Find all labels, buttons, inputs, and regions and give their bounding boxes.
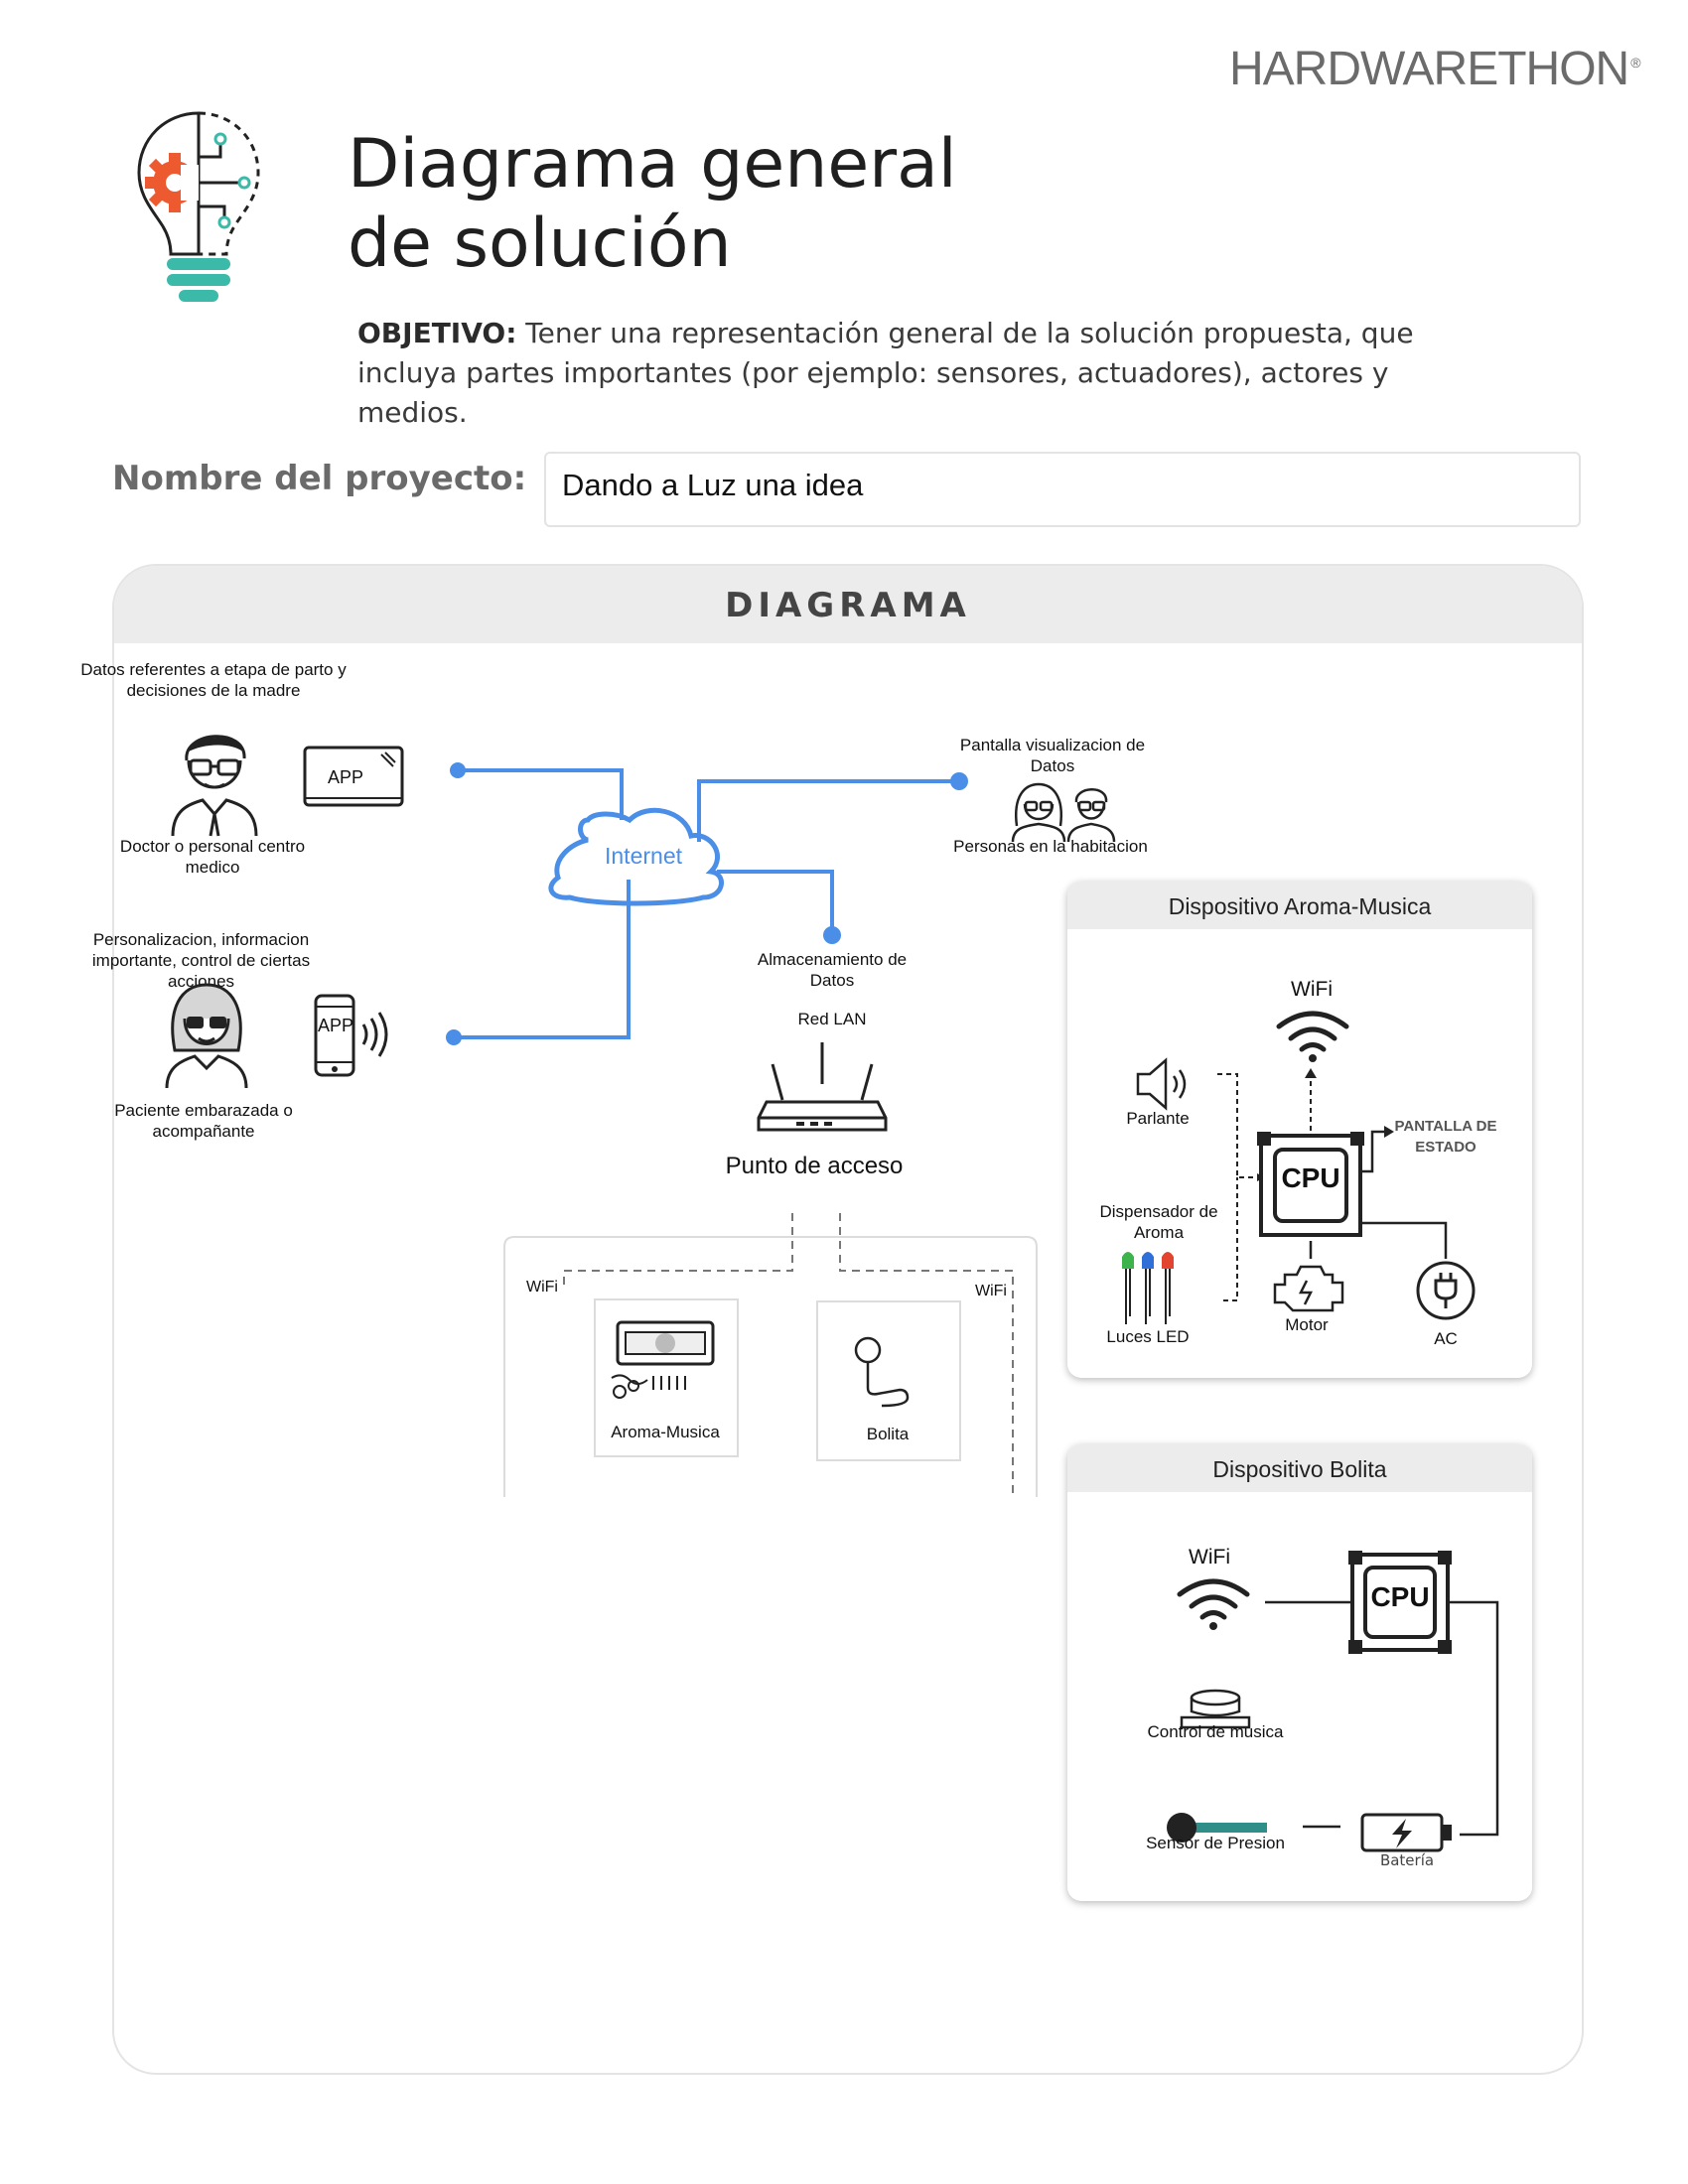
project-name-field[interactable]: Dando a Luz una idea [544,452,1581,527]
aroma-musica-label: Aroma-Musica [611,1423,720,1441]
title-line-1: Diagrama general [348,125,957,204]
page-title: Diagrama general de solución [348,125,957,284]
led-lights-icon [1122,1252,1174,1324]
cloud-label: Internet [605,843,682,869]
project-name-label: Nombre del proyecto: [112,459,527,498]
aroma-wifi-label: WiFi [1291,978,1333,1001]
access-point-label: Punto de acceso [725,1153,904,1179]
dispenser-label: Dispensador de Aroma [1099,1202,1218,1242]
battery-icon [1360,1813,1452,1852]
lan-label: Red LAN [797,1010,867,1028]
objective: OBJETIVO: Tener una representación gener… [357,314,1479,433]
aroma-cpu-icon [1257,1132,1364,1237]
ac-plug-icon [1416,1261,1476,1320]
ac-label: AC [1434,1329,1458,1348]
bolita-wifi-icon [1177,1578,1250,1630]
screen-label: Pantalla visualizacion de Datos [959,736,1146,775]
diagram-header: DIAGRAMA [114,566,1582,643]
speaker-label: Parlante [1126,1109,1190,1128]
patient-avatar-icon [165,983,248,1089]
aroma-device-icon [611,1320,715,1399]
bolita-device-title: Dispositivo Bolita [1067,1444,1532,1492]
bolita-node [816,1300,961,1461]
brand-name: HARDWARETHON [1229,43,1629,95]
bolita-device-card: Dispositivo Bolita [1067,1444,1532,1901]
doctor-note: Datos referentes a etapa de parto y deci… [80,660,347,700]
brand-logo: HARDWARETHON® [1229,42,1641,96]
people-label: Personas en la habitacion [953,837,1148,856]
music-control-label: Control de musica [1147,1722,1284,1741]
doctor-label: Doctor o personal centro medico [119,837,306,877]
motor-label: Motor [1285,1315,1329,1334]
phone-icon [314,994,388,1077]
motor-icon [1273,1265,1344,1312]
aroma-cpu-label: CPU [1281,1162,1340,1193]
music-control-button-icon [1180,1689,1251,1729]
aroma-device-title: Dispositivo Aroma-Musica [1067,882,1532,929]
tablet-icon [303,746,404,807]
diagram-heading: DIAGRAMA [725,586,971,625]
battery-label: Batería [1379,1851,1435,1869]
people-icon [1011,782,1116,842]
router-icon [757,1042,888,1132]
patient-label: Paciente embarazada o acompañante [114,1101,293,1141]
objective-label: OBJETIVO: [357,317,517,349]
title-line-2: de solución [348,205,732,283]
aroma-wifi-icon [1276,1011,1349,1062]
bolita-label: Bolita [866,1425,910,1443]
doctor-avatar-icon [171,735,258,837]
status-screen-label: PANTALLA DE ESTADO [1394,1118,1497,1156]
doctor-app-label: APP [327,767,364,787]
registered-mark: ® [1630,55,1640,70]
leds-label: Luces LED [1106,1327,1190,1346]
bolita-cpu-icon [1348,1551,1452,1654]
speaker-icon [1136,1057,1187,1111]
pressure-sensor-icon [1167,1813,1267,1843]
patient-app-label: APP [317,1016,354,1035]
local-wifi-left-label: WiFi [526,1279,558,1296]
pressure-sensor-label: Sensor de Presion [1146,1834,1285,1852]
local-wifi-right-label: WiFi [975,1283,1007,1299]
storage-label: Almacenamiento de Datos [757,950,908,990]
bolita-icon [854,1336,910,1408]
objective-text: Tener una representación general de la s… [357,317,1414,429]
bolita-cpu-label: CPU [1370,1581,1430,1612]
lightbulb-gear-icon [137,111,260,302]
project-name-value: Dando a Luz una idea [562,468,864,502]
bolita-wifi-label: WiFi [1189,1546,1230,1569]
patient-note: Personalizacion, informacion importante,… [91,930,311,991]
